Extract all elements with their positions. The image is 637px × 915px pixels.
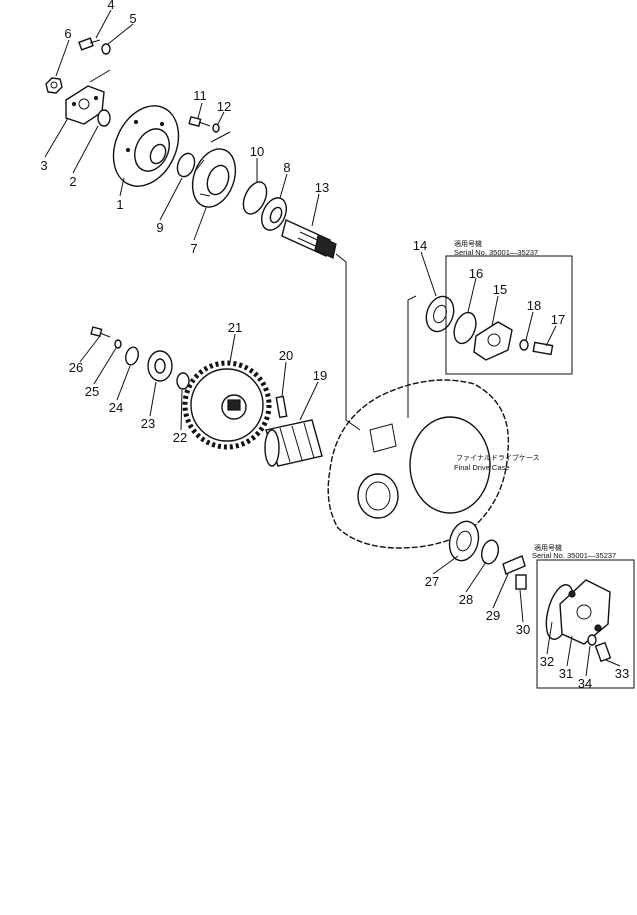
note-case-en: Final Drive Case <box>454 463 509 472</box>
label-29: 29 <box>486 608 500 623</box>
serial-box-upper <box>445 255 573 375</box>
lockplate-29 <box>502 555 526 575</box>
label-10: 10 <box>250 144 264 159</box>
label-19: 19 <box>313 368 327 383</box>
label-9: 9 <box>156 220 163 235</box>
washer-18 <box>519 339 529 351</box>
bolt-17 <box>532 341 554 356</box>
bolt-30 <box>515 574 527 590</box>
label-18: 18 <box>527 298 541 313</box>
nut-6 <box>45 77 63 94</box>
ring-9 <box>176 152 196 178</box>
label-30: 30 <box>516 622 530 637</box>
label-8: 8 <box>283 160 290 175</box>
label-21: 21 <box>228 320 242 335</box>
ring-24 <box>125 346 139 366</box>
flange-31 <box>559 579 611 645</box>
bearing-14 <box>425 295 455 333</box>
serial-box-lower <box>536 559 635 689</box>
shaft-19 <box>264 419 323 467</box>
label-27: 27 <box>425 574 439 589</box>
bearing-27 <box>448 520 480 562</box>
oring-10 <box>242 181 268 215</box>
bolt-26 <box>90 326 111 338</box>
label-6: 6 <box>64 26 71 41</box>
bearing-8 <box>261 197 287 231</box>
note-lower-serial: Serial No. 35001—35237 <box>532 551 616 560</box>
note-case-jp: ファイナルドライブケース <box>456 453 540 462</box>
label-4: 4 <box>107 0 114 12</box>
label-14: 14 <box>413 238 427 253</box>
bolt-11 <box>188 115 211 128</box>
bolt-4 <box>78 37 101 51</box>
bolt-33 <box>594 641 612 663</box>
label-7: 7 <box>190 241 197 256</box>
label-28: 28 <box>459 592 473 607</box>
final-drive-case <box>327 379 510 549</box>
label-13: 13 <box>315 180 329 195</box>
label-22: 22 <box>173 430 187 445</box>
note-upper-jp: 適用号機 <box>454 239 482 248</box>
washer-22 <box>176 372 190 390</box>
key-20 <box>275 395 288 419</box>
label-20: 20 <box>279 348 293 363</box>
note-lower-jp: 適用号機 <box>534 543 562 552</box>
label-31: 31 <box>559 666 573 681</box>
washer-25 <box>114 339 122 349</box>
leader-lines <box>44 9 621 677</box>
label-24: 24 <box>109 400 123 415</box>
note-upper-serial: Serial No. 35001—35237 <box>454 248 538 257</box>
label-1: 1 <box>116 197 123 212</box>
label-17: 17 <box>551 312 565 327</box>
bearing-23 <box>147 350 173 382</box>
label-3: 3 <box>40 158 47 173</box>
seal-2 <box>97 109 111 127</box>
label-32: 32 <box>540 654 554 669</box>
label-12: 12 <box>217 99 231 114</box>
washer-5 <box>101 43 111 55</box>
label-11: 11 <box>193 88 207 103</box>
label-34: 34 <box>578 676 592 691</box>
shaft-13 <box>281 219 337 259</box>
plate-28 <box>480 539 500 565</box>
label-2: 2 <box>69 174 76 189</box>
washer-12 <box>212 123 220 133</box>
gear-21 <box>182 360 272 450</box>
label-33: 33 <box>615 666 629 681</box>
label-23: 23 <box>141 416 155 431</box>
cage-7 <box>191 148 237 208</box>
cover-1 <box>112 105 180 187</box>
label-16: 16 <box>469 266 483 281</box>
label-5: 5 <box>129 11 136 26</box>
oring-16 <box>453 311 477 345</box>
label-15: 15 <box>493 282 507 297</box>
label-25: 25 <box>85 384 99 399</box>
washer-34 <box>587 634 597 646</box>
flange-15 <box>473 321 513 361</box>
label-26: 26 <box>69 360 83 375</box>
